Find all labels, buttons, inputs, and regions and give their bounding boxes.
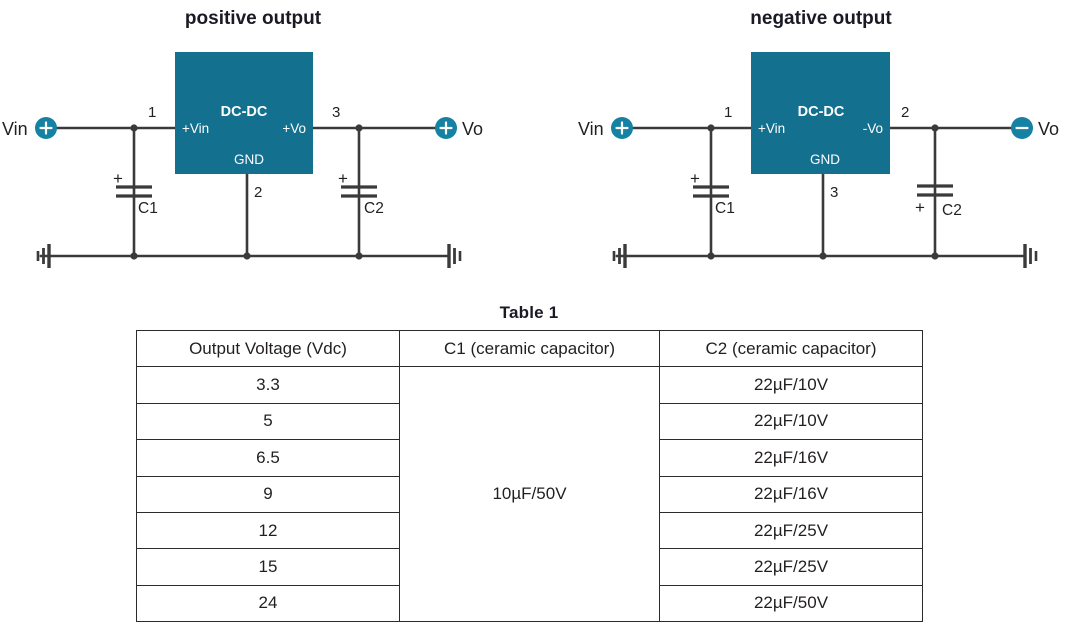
junction-dot	[819, 252, 827, 260]
cell-output-voltage: 6.5	[136, 439, 400, 477]
pin-number-1: 1	[724, 104, 732, 121]
capacitor-c1-polarity: +	[113, 169, 123, 188]
dcdc-block-label: DC-DC	[798, 104, 845, 120]
table-header-output-voltage: Output Voltage (Vdc)	[136, 329, 400, 368]
output-terminal-label: Vo	[1038, 119, 1059, 139]
output-terminal-negative[interactable]: Vo	[1011, 117, 1059, 139]
capacitor-c1-label: C1	[138, 200, 158, 217]
cell-c2-value: 22µF/50V	[659, 584, 923, 623]
table-row: 24 22µF/50V	[136, 584, 923, 623]
pin-label-vin: +Vin	[182, 121, 209, 136]
junction-dot	[243, 252, 251, 260]
table-row: 9 22µF/16V	[136, 475, 923, 513]
junction-dot	[355, 252, 363, 260]
pin-number-2: 2	[254, 184, 262, 201]
junction-dot	[707, 252, 715, 260]
cell-c2-value: 22µF/25V	[659, 548, 923, 586]
pin-label-vin: +Vin	[758, 121, 785, 136]
cell-output-voltage: 12	[136, 511, 400, 550]
capacitor-c1: + C1	[690, 169, 735, 217]
junction-dot	[130, 124, 138, 132]
input-terminal-negative[interactable]: Vin	[578, 117, 633, 139]
junction-dot	[931, 252, 939, 260]
pin-label-vout: -Vo	[863, 121, 883, 136]
table-row: 5 22µF/10V	[136, 402, 923, 441]
pin-number-2: 2	[901, 104, 909, 121]
ground-icon-left	[612, 244, 627, 268]
pin-number-3: 3	[830, 184, 838, 201]
ground-icon-left	[36, 244, 51, 268]
ground-icon-right	[1023, 244, 1038, 268]
table-header-c2: C2 (ceramic capacitor)	[659, 329, 923, 368]
ground-icon-right	[447, 244, 462, 268]
circuit-diagrams: positive output	[2, 8, 1059, 268]
table-header-row: Output Voltage (Vdc) C1 (ceramic capacit…	[136, 329, 923, 368]
capacitor-c1-polarity: +	[690, 169, 700, 188]
table-title: Table 1	[499, 303, 559, 322]
input-terminal-label: Vin	[578, 119, 604, 139]
junction-dot	[931, 124, 939, 132]
spec-table: Output Voltage (Vdc) C1 (ceramic capacit…	[136, 329, 923, 623]
input-terminal-positive[interactable]: Vin	[2, 117, 57, 139]
capacitor-c2: + C2	[915, 184, 962, 219]
capacitor-c1: + C1	[113, 169, 158, 217]
junction-dot	[355, 124, 363, 132]
cell-c1-value: 10µF/50V	[399, 366, 660, 623]
dcdc-block-label: DC-DC	[221, 104, 268, 120]
capacitor-c2: + C2	[338, 169, 384, 217]
table-row: 12 22µF/25V	[136, 511, 923, 550]
cell-output-voltage: 15	[136, 548, 400, 586]
capacitor-c2-polarity: +	[338, 169, 348, 188]
cell-c2-value: 22µF/10V	[659, 402, 923, 441]
table-header-c1: C1 (ceramic capacitor)	[399, 329, 660, 368]
table-row: 6.5 22µF/16V	[136, 439, 923, 477]
spec-table-section: Table 1 Output Voltage (Vdc) C1 (ceramic…	[136, 303, 923, 623]
output-terminal-label: Vo	[462, 119, 483, 139]
cell-output-voltage: 3.3	[136, 366, 400, 404]
pin-label-gnd: GND	[810, 152, 840, 167]
table-row: 3.3 10µF/50V 22µF/10V	[136, 366, 923, 623]
capacitor-c2-label: C2	[364, 200, 384, 217]
output-terminal-positive[interactable]: Vo	[435, 117, 483, 139]
diagram-title-positive: positive output	[185, 8, 322, 29]
pin-number-1: 1	[148, 104, 156, 121]
junction-dot	[130, 252, 138, 260]
cell-c2-value: 22µF/25V	[659, 511, 923, 550]
input-terminal-label: Vin	[2, 119, 28, 139]
diagram-title-negative: negative output	[750, 8, 892, 29]
cell-output-voltage: 24	[136, 584, 400, 623]
dcdc-block-negative	[751, 52, 890, 174]
circuit-positive-output: positive output	[2, 8, 483, 268]
junction-dot	[707, 124, 715, 132]
capacitor-c2-polarity: +	[915, 198, 925, 217]
capacitor-c1-label: C1	[715, 200, 735, 217]
cell-output-voltage: 5	[136, 402, 400, 441]
circuit-negative-output: negative output DC-DC	[578, 8, 1059, 268]
dcdc-block-positive	[175, 52, 313, 174]
pin-number-3: 3	[332, 104, 340, 121]
capacitor-c2-label: C2	[942, 202, 962, 219]
cell-output-voltage: 9	[136, 475, 400, 513]
cell-c2-value: 22µF/16V	[659, 439, 923, 477]
cell-c2-value: 22µF/16V	[659, 475, 923, 513]
cell-c2-value: 22µF/10V	[659, 366, 923, 404]
pin-label-gnd: GND	[234, 152, 264, 167]
pin-label-vout: +Vo	[282, 121, 306, 136]
